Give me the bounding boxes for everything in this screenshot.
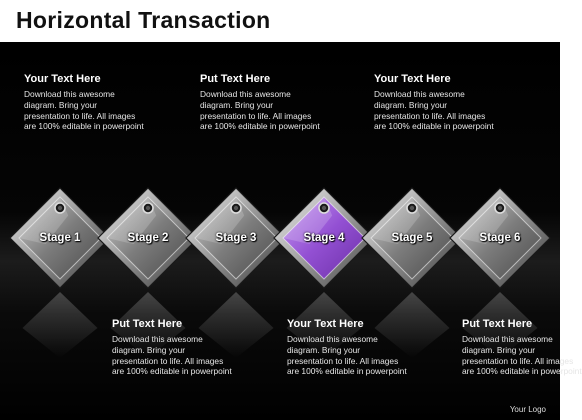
stage-reflection bbox=[286, 292, 362, 358]
text-box-bottom-3: Put Text Here Download this awesome diag… bbox=[462, 317, 582, 377]
stage-face bbox=[282, 196, 366, 280]
text-box-heading: Your Text Here bbox=[287, 318, 364, 330]
stage-diamond-6 bbox=[449, 187, 551, 358]
stage-label-6: Stage 6 bbox=[479, 232, 521, 244]
stage-diamond-1 bbox=[9, 187, 111, 358]
stage-reflection bbox=[198, 292, 274, 358]
text-box-body: Download this awesome diagram. Bring you… bbox=[112, 334, 232, 377]
eyelet-inner bbox=[57, 205, 63, 211]
text-box-bottom-2: Your Text Here Download this awesome dia… bbox=[287, 317, 407, 377]
stage-face bbox=[370, 196, 454, 280]
stage-reflection bbox=[110, 292, 186, 358]
eyelet-inner bbox=[321, 205, 327, 211]
stage-diamond-5 bbox=[361, 187, 463, 358]
text-box-body: Download this awesome diagram. Bring you… bbox=[287, 334, 407, 377]
stage-reflection bbox=[374, 292, 450, 358]
stage-face bbox=[106, 196, 190, 280]
text-box-body: Download this awesome diagram. Bring you… bbox=[374, 89, 494, 132]
stage-label-2: Stage 2 bbox=[127, 232, 169, 244]
stage-diamond-2 bbox=[97, 187, 199, 358]
text-box-heading: Put Text Here bbox=[462, 318, 533, 330]
text-box-body: Download this awesome diagram. Bring you… bbox=[462, 334, 582, 377]
stage-label-4: Stage 4 bbox=[303, 232, 345, 244]
text-box-top-2: Put Text Here Download this awesome diag… bbox=[200, 72, 320, 132]
text-box-top-1: Your Text Here Download this awesome dia… bbox=[24, 72, 144, 132]
stage-face bbox=[18, 196, 102, 280]
stage-face bbox=[458, 196, 542, 280]
eyelet-inner bbox=[145, 205, 151, 211]
text-box-bottom-1: Put Text Here Download this awesome diag… bbox=[112, 317, 232, 377]
text-box-heading: Put Text Here bbox=[200, 73, 271, 85]
stage-diamond-4 bbox=[273, 187, 375, 358]
logo-text: Your Logo bbox=[509, 405, 546, 414]
stage-face bbox=[194, 196, 278, 280]
stage-diagram bbox=[9, 187, 551, 358]
stage-diamond-3 bbox=[185, 187, 287, 358]
text-box-heading: Put Text Here bbox=[112, 318, 183, 330]
stage-reflection bbox=[462, 292, 538, 358]
text-box-body: Download this awesome diagram. Bring you… bbox=[200, 89, 320, 132]
stage-label-5: Stage 5 bbox=[391, 232, 433, 244]
eyelet-inner bbox=[409, 205, 415, 211]
stage-reflection bbox=[22, 292, 98, 358]
text-box-body: Download this awesome diagram. Bring you… bbox=[24, 89, 144, 132]
stage-label-1: Stage 1 bbox=[39, 232, 81, 244]
eyelet-inner bbox=[233, 205, 239, 211]
text-box-heading: Your Text Here bbox=[24, 73, 101, 85]
page-title: Horizontal Transaction bbox=[16, 7, 271, 33]
text-box-heading: Your Text Here bbox=[374, 73, 451, 85]
stage-label-3: Stage 3 bbox=[215, 232, 257, 244]
eyelet-inner bbox=[497, 205, 503, 211]
text-box-top-3: Your Text Here Download this awesome dia… bbox=[374, 72, 494, 132]
header-bar: Horizontal Transaction bbox=[0, 0, 560, 42]
